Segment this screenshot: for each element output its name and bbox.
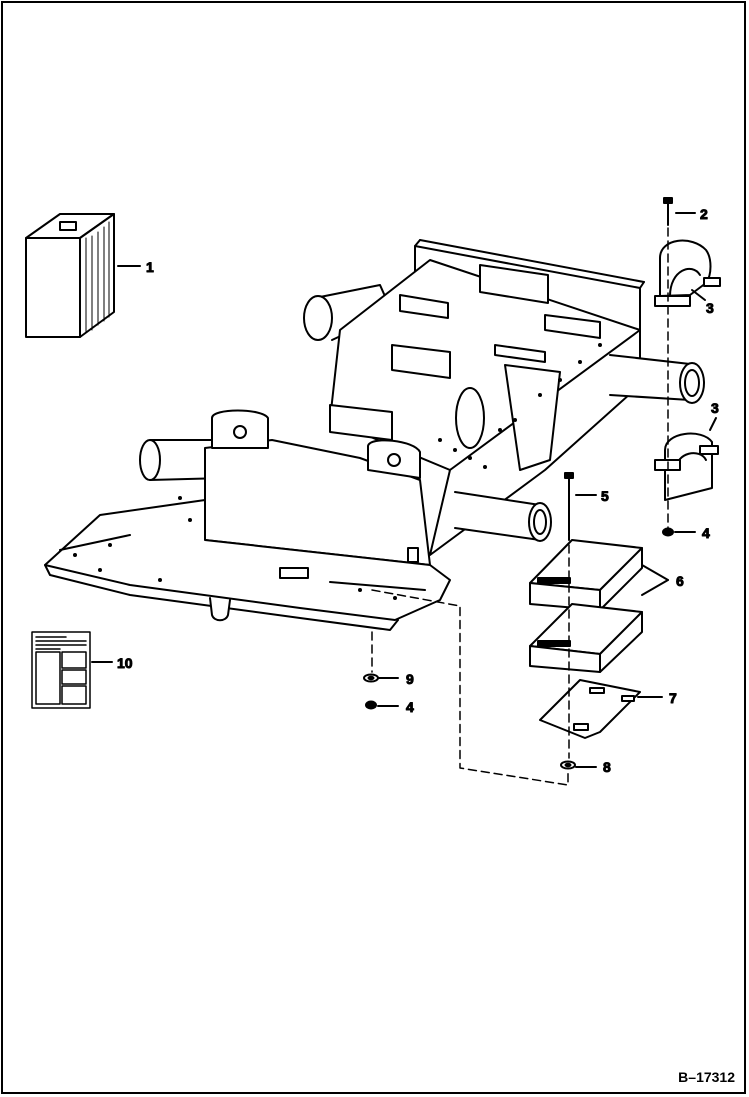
callout-1: 1 [146,259,154,275]
callout-6: 6 [676,573,684,589]
chassis-top-deck [329,259,641,471]
callout-5: 5 [601,488,609,504]
part-3-axle-clamp-lower[interactable] [654,432,719,501]
leader-lines [91,212,717,768]
part-10-decal-sheet[interactable] [31,631,91,709]
callout-3-upper: 3 [706,300,714,316]
callout-2: 2 [700,206,708,222]
callout-7: 7 [669,690,677,706]
assembly-line-frame-to-washer [371,589,569,786]
front-bulkhead [204,409,431,566]
part-7-plate[interactable] [539,679,641,739]
axle-tube-right-rear [609,354,705,404]
callout-4-right: 4 [702,525,710,541]
callout-8: 8 [603,759,611,775]
callout-labels: 1 2 3 3 4 5 6 7 8 9 4 10 [117,206,720,776]
axle-tube-left-rear [303,284,393,341]
part-4-nut-right[interactable] [662,527,674,537]
axle-tube-right-front [454,491,552,542]
callout-10: 10 [117,655,133,671]
frame-bolt-holes [73,343,602,600]
part-2-bolt[interactable] [663,197,673,226]
part-3-axle-clamp-upper[interactable] [654,239,721,307]
main-frame-assembly[interactable] [44,239,705,631]
part-8-washer[interactable] [560,760,576,770]
part-9-washer[interactable] [363,673,379,683]
callout-9: 9 [406,671,414,687]
part-1-manual-book[interactable] [25,213,115,338]
part-4-nut-left[interactable] [365,700,377,710]
callout-4-left: 4 [406,699,414,715]
figure-reference-number: B–17312 [678,1069,735,1085]
belly-pan [44,499,451,631]
part-5-long-bolt[interactable] [564,472,574,541]
part-6-counterweights[interactable] [529,539,643,673]
callout-3-lower: 3 [711,400,719,416]
